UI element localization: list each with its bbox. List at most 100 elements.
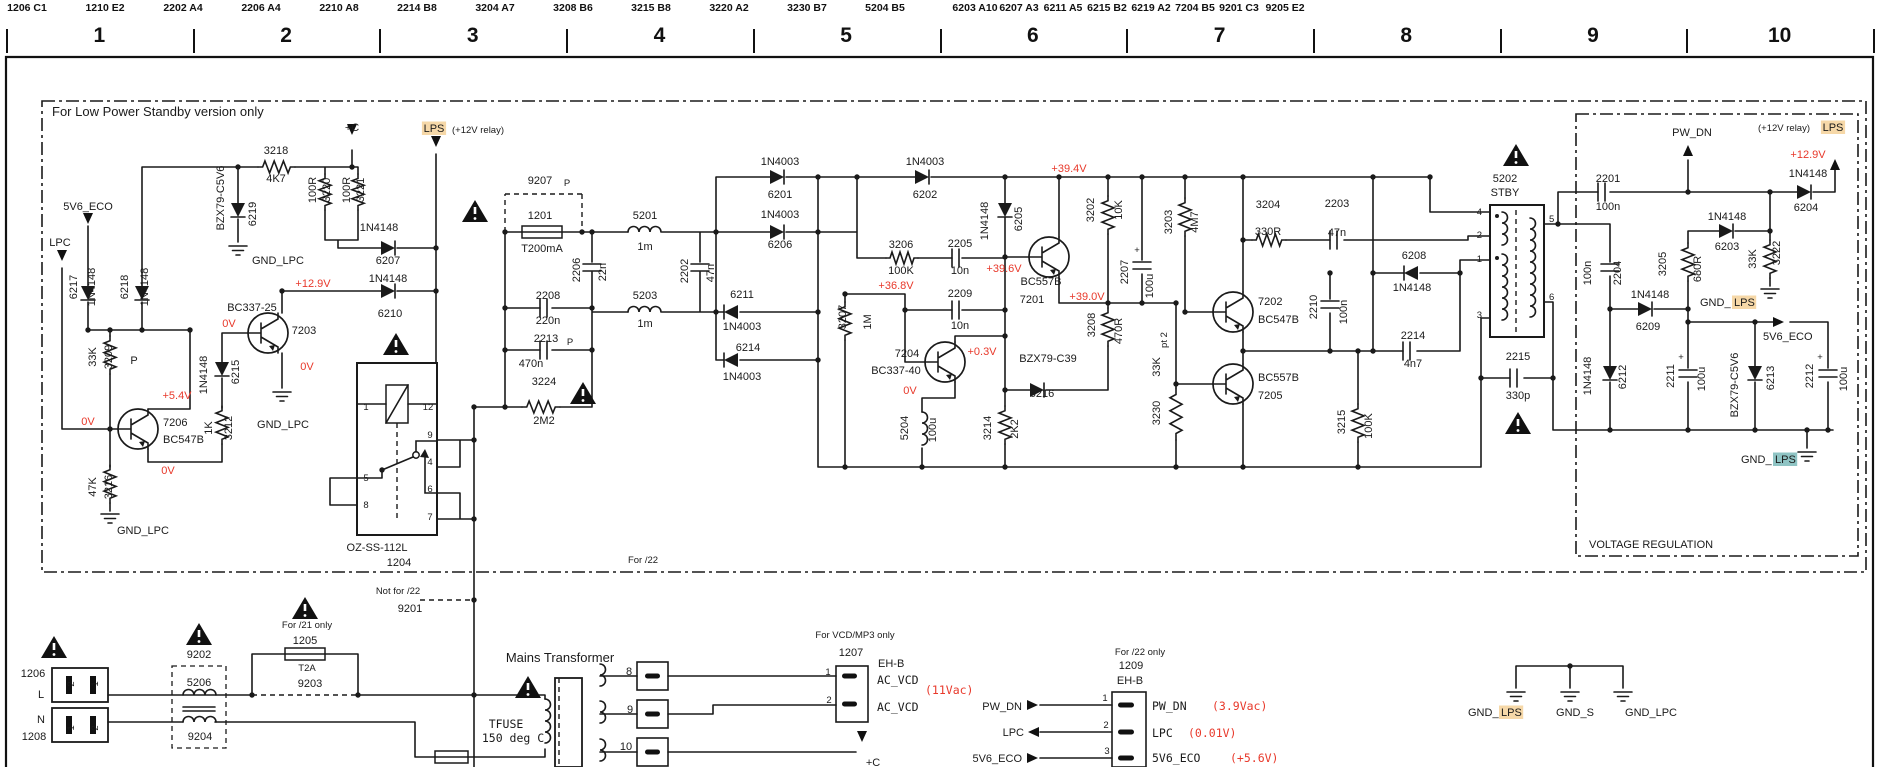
label-1n4003: 1N4003 (723, 321, 762, 333)
label-6203: 6203 (1715, 241, 1739, 253)
label-5v6_eco: 5V6_ECO (63, 201, 113, 213)
ruler-tick (566, 29, 569, 53)
label-1201: 1201 (528, 210, 552, 222)
label-9202: 9202 (187, 649, 211, 661)
label-7202: 7202 (1258, 296, 1282, 308)
label-1n4148: 1N4148 (139, 268, 151, 307)
label-gnd_lpc: GND_LPC (1625, 707, 1677, 719)
label-+12.9v: +12.9V (295, 278, 331, 290)
grid-ref: 9201 C3 (1219, 2, 1259, 14)
label-+39.6v: +39.6V (986, 263, 1022, 275)
grid-ref: 7204 B5 (1175, 2, 1215, 14)
label-eh-b: EH-B (1117, 675, 1143, 687)
label-for-/22: For /22 (628, 555, 658, 566)
label-1n4003: 1N4003 (906, 156, 945, 168)
label-+39.0v: +39.0V (1069, 291, 1105, 303)
label-4m7: 4M7 (1189, 211, 1201, 232)
label-0v: 0V (81, 416, 95, 428)
label-1n4148: 1N4148 (1789, 168, 1828, 180)
label-+12v-relay: (+12V relay) (1758, 123, 1810, 134)
ruler-tick (1873, 29, 1875, 53)
label-for-/22-only: For /22 only (1115, 647, 1165, 658)
label-6204: 6204 (1794, 202, 1818, 214)
label-gnd_lpc: GND_LPC (252, 255, 304, 267)
label-1m: 1m (637, 241, 652, 253)
label-2k2: 2K2 (1009, 419, 1021, 439)
label-100u: 100u (1696, 367, 1708, 391)
label-1: 1 (1477, 254, 1482, 265)
label-2208: 2208 (536, 290, 560, 302)
label-p: P (564, 178, 570, 189)
label-9: 9 (627, 704, 633, 716)
label-0.01v: (0.01V) (1188, 726, 1236, 740)
label-8: 8 (626, 666, 632, 678)
label-5v6_eco: 5V6_ECO (972, 753, 1022, 765)
label-1n4148: 1N4148 (360, 222, 399, 234)
label-220n: 220n (536, 315, 560, 327)
label-2203: 2203 (1325, 198, 1349, 210)
label-lps: LPS (1775, 454, 1796, 466)
label-3207: 3207 (837, 305, 849, 329)
label-1: 1 (1102, 693, 1107, 704)
label-3.9vac: (3.9Vac) (1212, 699, 1267, 713)
label-2: 2 (90, 725, 101, 730)
label-ac_vcd: AC_VCD (877, 700, 919, 714)
label-33k: 33K (87, 347, 99, 367)
label-1n4148: 1N4148 (1582, 357, 1594, 396)
label-100k: 100K (888, 265, 914, 277)
label-lpc: LPC (1152, 726, 1173, 740)
label-2: 2 (66, 681, 77, 686)
label-3204: 3204 (1256, 199, 1280, 211)
label-6214: 6214 (736, 342, 760, 354)
grid-ref: 2210 A8 (319, 2, 359, 14)
label-2201: 2201 (1596, 173, 1620, 185)
label-33k: 33K (1151, 357, 1163, 377)
label-2: 2 (1103, 720, 1108, 731)
label-3215: 3215 (1336, 410, 1348, 434)
label-5204: 5204 (899, 416, 911, 440)
label-1n4003: 1N4003 (723, 371, 762, 383)
grid-ref: 9205 E2 (1265, 2, 1305, 14)
ruler-number: 4 (653, 24, 666, 47)
label-3230: 3230 (1151, 401, 1163, 425)
label-3220: 3220 (321, 178, 333, 202)
label-47n: 47n (1328, 227, 1346, 239)
label-+12v-relay: (+12V relay) (452, 125, 504, 136)
label-9201: 9201 (398, 603, 422, 615)
label-3209: 3209 (103, 345, 115, 369)
label-3208: 3208 (1086, 313, 1098, 337)
label-1n4148: 1N4148 (1708, 211, 1747, 223)
symbols (41, 124, 1840, 767)
grid-ref: 2214 B8 (397, 2, 437, 14)
label-1207: 1207 (839, 647, 863, 659)
label-7: 7 (427, 512, 432, 523)
grid-ref: 6203 A10 (952, 2, 998, 14)
label-for-low-power-standby-version-only: For Low Power Standby version only (52, 104, 264, 119)
label-+0.3v: +0.3V (967, 346, 997, 358)
ruler-number: 1 (93, 24, 106, 47)
label-for-/21-only: For /21 only (282, 620, 332, 631)
label-bc547b: BC547B (1258, 314, 1299, 326)
label-bc337-40: BC337-40 (871, 365, 921, 377)
label-7204: 7204 (895, 348, 919, 360)
label-+5.4v: +5.4V (162, 390, 192, 402)
label-0v: 0V (903, 385, 917, 397)
label-ac_vcd: AC_VCD (877, 673, 919, 687)
label-1209: 1209 (1119, 660, 1143, 672)
label-+: + (1678, 352, 1684, 363)
label-6: 6 (427, 484, 432, 495)
grid-ref: 1206 C1 (7, 2, 47, 14)
grid-ref: 3230 B7 (787, 2, 827, 14)
label-1n4148: 1N4148 (1631, 289, 1670, 301)
label-1205: 1205 (293, 635, 317, 647)
label-10k: 10K (1113, 200, 1125, 220)
label-2204: 2204 (1612, 261, 1624, 285)
label-100n: 100n (1338, 300, 1350, 324)
ruler-number: 3 (466, 24, 479, 47)
label-3: 3 (1477, 310, 1482, 321)
label-2: 2 (826, 695, 831, 706)
label-470r: 470R (1113, 318, 1125, 344)
label-1n4148: 1N4148 (86, 268, 98, 307)
